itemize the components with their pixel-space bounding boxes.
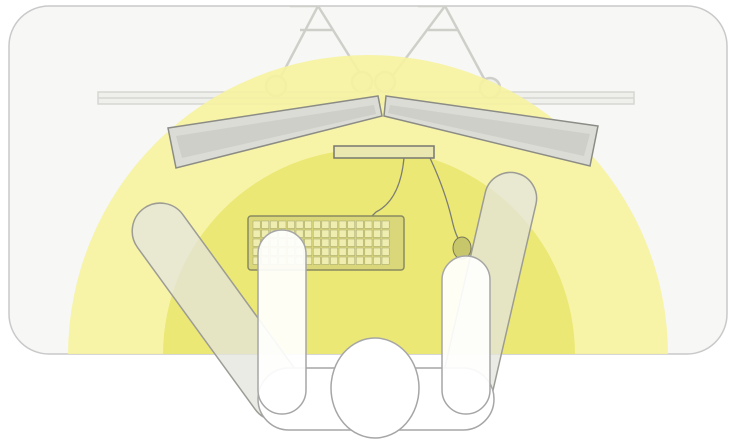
keyboard-key (373, 247, 381, 256)
keyboard-key (364, 256, 373, 265)
keyboard-key (347, 220, 356, 229)
keyboard-key (338, 220, 347, 229)
keyboard-key (347, 247, 356, 256)
keyboard-key (312, 256, 321, 265)
keyboard-key (347, 256, 356, 265)
keyboard-key (330, 247, 338, 256)
keyboard-key (338, 229, 347, 238)
keyboard-cable (371, 157, 405, 217)
keyboard-key (338, 238, 347, 247)
right-forearm (441, 255, 491, 415)
keyboard-key (330, 220, 338, 229)
keyboard-key (321, 256, 330, 265)
keyboard-key (338, 256, 347, 265)
keyboard-key (304, 220, 313, 229)
keyboard-key (381, 220, 390, 229)
keyboard-key (355, 238, 364, 247)
user-top-view (257, 229, 495, 439)
keyboard-key (381, 247, 390, 256)
keyboard-key (364, 229, 373, 238)
keyboard-key (364, 238, 373, 247)
keyboard-key (381, 238, 390, 247)
keyboard-key (278, 220, 287, 229)
keyboard-key (373, 238, 381, 247)
keyboard-key (304, 229, 313, 238)
keyboard-key (287, 220, 295, 229)
keyboard-key (355, 220, 364, 229)
keyboard-key (312, 229, 321, 238)
keyboard-key (252, 229, 261, 238)
keyboard-key (252, 220, 261, 229)
keyboard-key (269, 220, 278, 229)
docking-bar (333, 145, 435, 159)
keyboard-key (364, 247, 373, 256)
left-forearm (257, 229, 307, 415)
dual-monitors (167, 95, 599, 169)
keyboard-key (381, 256, 390, 265)
keyboard-key (347, 229, 356, 238)
keyboard-key (381, 229, 390, 238)
keyboard-key (312, 238, 321, 247)
keyboard-key (330, 238, 338, 247)
keyboard-key (261, 220, 270, 229)
keyboard-key (373, 220, 381, 229)
keyboard-key (364, 220, 373, 229)
keyboard-key (312, 247, 321, 256)
head (330, 337, 420, 439)
keyboard-key (321, 238, 330, 247)
keyboard-key (295, 220, 304, 229)
keyboard-key (373, 229, 381, 238)
keyboard-key (304, 238, 313, 247)
keyboard-key (373, 256, 381, 265)
keyboard-key (321, 247, 330, 256)
keyboard-key (330, 229, 338, 238)
keyboard-key (321, 220, 330, 229)
keyboard-key (330, 256, 338, 265)
keyboard-key (355, 229, 364, 238)
keyboard-key (312, 220, 321, 229)
keyboard-key (355, 256, 364, 265)
keyboard-key (347, 238, 356, 247)
keyboard-key (338, 247, 347, 256)
keyboard-key (355, 247, 364, 256)
keyboard-key (321, 229, 330, 238)
